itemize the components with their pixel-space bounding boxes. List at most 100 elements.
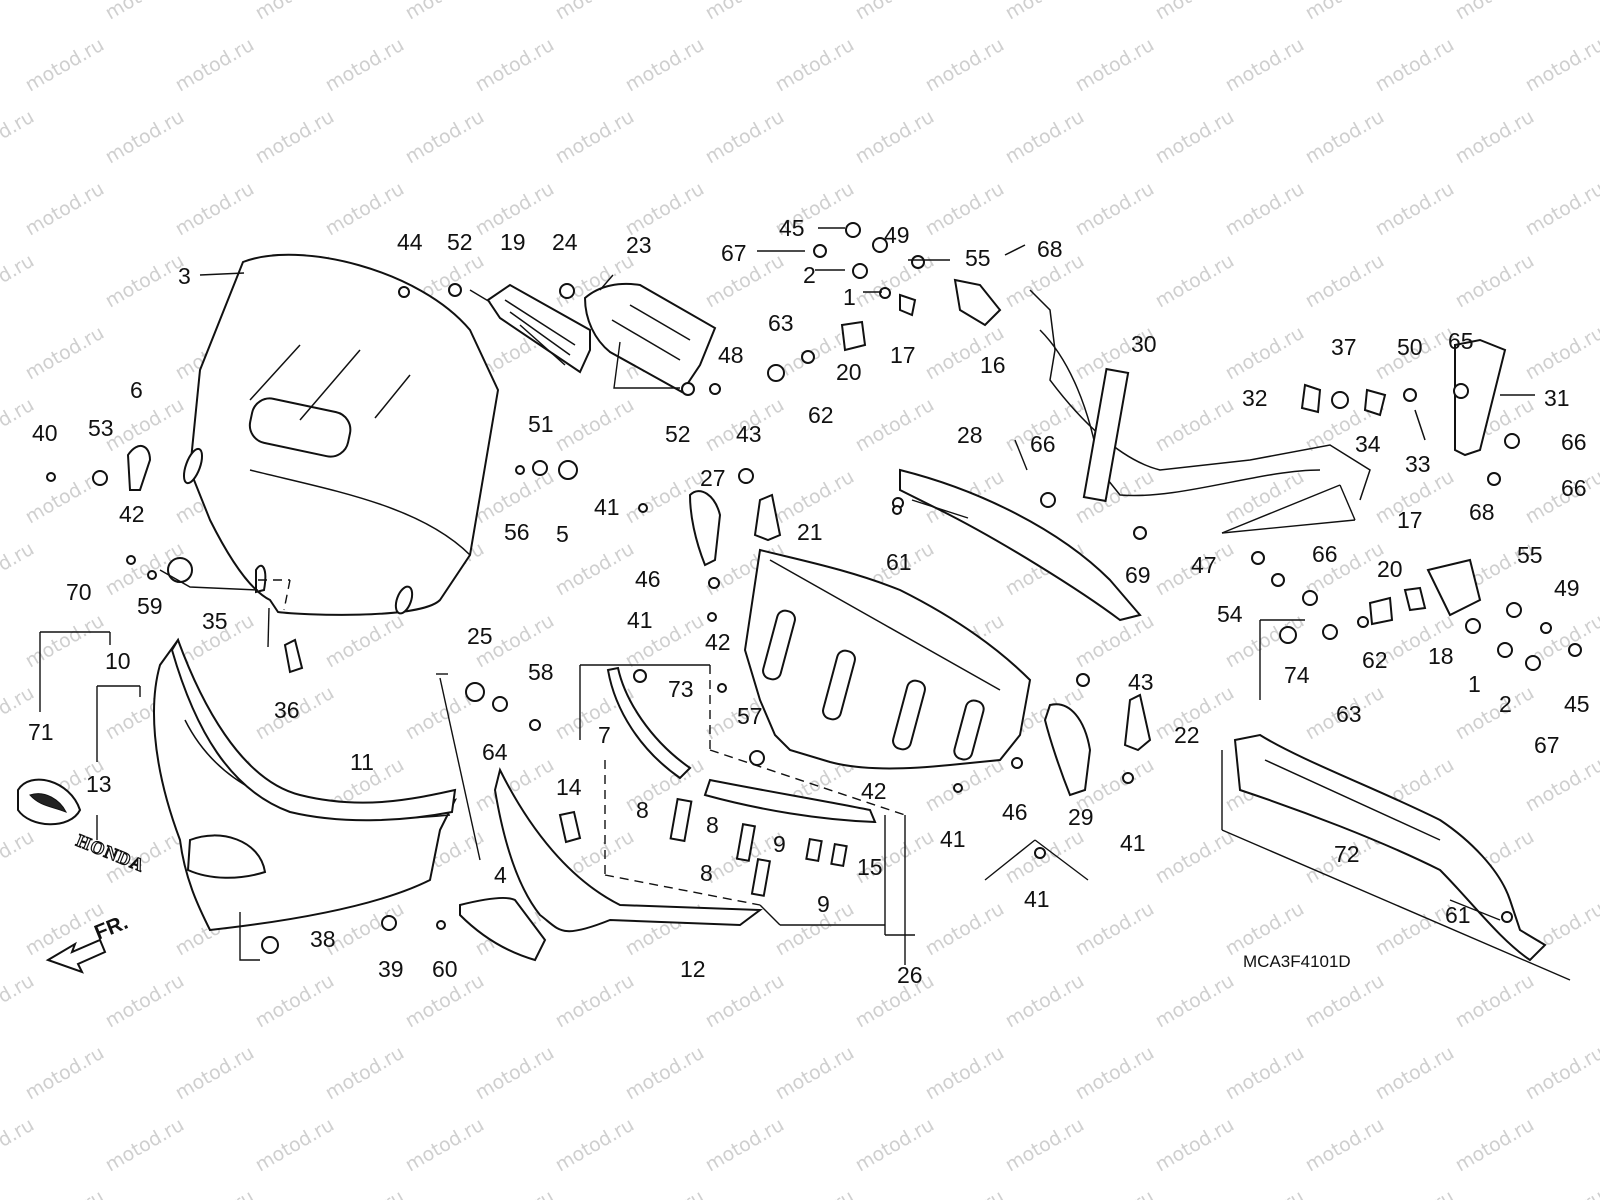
air-vent-part xyxy=(486,283,591,374)
watermark-text: motod.ru xyxy=(1072,898,1158,961)
callout-24: 24 xyxy=(552,229,578,255)
watermark-text: motod.ru xyxy=(1522,754,1600,817)
watermark-text: motod.ru xyxy=(322,34,408,97)
watermark-text: motod.ru xyxy=(1372,34,1458,97)
watermark-text: motod.ru xyxy=(1302,250,1388,313)
watermark-text: motod.ru xyxy=(1372,178,1458,241)
watermark-text: motod.ru xyxy=(1522,1186,1600,1200)
callout-63b: 63 xyxy=(1336,701,1362,727)
callout-42b: 42 xyxy=(705,629,731,655)
leader-lines xyxy=(39,227,1571,981)
callout-63a: 63 xyxy=(768,310,794,336)
watermark-text: motod.ru xyxy=(322,1186,408,1200)
watermark-text: motod.ru xyxy=(322,178,408,241)
watermark-text: motod.ru xyxy=(702,106,788,169)
callout-60: 60 xyxy=(432,956,458,982)
watermark-text: motod.ru xyxy=(622,1042,708,1105)
callout-46b: 46 xyxy=(1002,799,1028,825)
callout-6: 6 xyxy=(130,377,143,403)
watermark-text: motod.ru xyxy=(772,34,858,97)
watermark-text: motod.ru xyxy=(922,898,1008,961)
watermark-text: motod.ru xyxy=(852,250,938,313)
watermark-text: motod.ru xyxy=(1372,1186,1458,1200)
callout-1a: 1 xyxy=(843,284,856,310)
callout-21: 21 xyxy=(797,519,823,545)
watermark-text: motod.ru xyxy=(472,1186,558,1200)
watermark-text: motod.ru xyxy=(622,1186,708,1200)
watermark-text: motod.ru xyxy=(772,1186,858,1200)
watermark-text: motod.ru xyxy=(1302,106,1388,169)
watermark-text: motod.ru xyxy=(1152,106,1238,169)
watermark-text: motod.ru xyxy=(852,106,938,169)
windscreen-part xyxy=(182,253,500,616)
watermark-text: motod.ru xyxy=(852,1114,938,1177)
callout-72: 72 xyxy=(1334,841,1360,867)
watermark-text: motod.ru xyxy=(172,178,258,241)
watermark-text: motod.ru xyxy=(622,34,708,97)
callout-52b: 52 xyxy=(665,421,691,447)
air-duct-part xyxy=(583,282,717,394)
watermark-text: motod.ru xyxy=(1302,970,1388,1033)
callout-66c: 66 xyxy=(1561,475,1587,501)
callout-55a: 55 xyxy=(965,245,991,271)
watermark-text: motod.ru xyxy=(0,1114,38,1177)
callout-14: 14 xyxy=(556,774,582,800)
callout-65: 65 xyxy=(1448,328,1474,354)
watermark-text: motod.ru xyxy=(1152,1114,1238,1177)
watermark-text: motod.ru xyxy=(22,610,108,673)
watermark-text: motod.ru xyxy=(552,970,638,1033)
callout-71: 71 xyxy=(28,719,54,745)
watermark-text: motod.ru xyxy=(22,34,108,97)
watermark-text: motod.ru xyxy=(702,0,788,24)
watermark-text: motod.ru xyxy=(1152,250,1238,313)
callout-27: 27 xyxy=(700,465,726,491)
callout-28: 28 xyxy=(957,422,983,448)
callout-29: 29 xyxy=(1068,804,1094,830)
callout-42a: 42 xyxy=(119,501,145,527)
watermark-text: motod.ru xyxy=(1522,1042,1600,1105)
watermark-text: motod.ru xyxy=(852,970,938,1033)
callout-45b: 45 xyxy=(1564,691,1590,717)
watermark-text: motod.ru xyxy=(922,1042,1008,1105)
callout-9b: 9 xyxy=(817,891,830,917)
callout-64: 64 xyxy=(482,739,508,765)
callout-layer: 3 44 52 19 24 23 6 40 53 42 59 35 36 70 … xyxy=(28,215,1590,988)
watermark-text: motod.ru xyxy=(852,394,938,457)
watermark-text: motod.ru xyxy=(1002,970,1088,1033)
watermark-text: motod.ru xyxy=(1302,0,1388,24)
callout-35: 35 xyxy=(202,608,228,634)
callout-25: 25 xyxy=(467,623,493,649)
callout-57: 57 xyxy=(737,703,763,729)
watermark-text: motod.ru xyxy=(1072,1186,1158,1200)
fastener-set xyxy=(46,222,1582,954)
callout-41a: 41 xyxy=(594,494,620,520)
callout-41e: 41 xyxy=(1024,886,1050,912)
callout-38: 38 xyxy=(310,926,336,952)
callout-48: 48 xyxy=(718,342,744,368)
watermark-text: motod.ru xyxy=(552,106,638,169)
front-cowl-part xyxy=(153,637,458,932)
callout-22: 22 xyxy=(1174,722,1200,748)
watermark-text: motod.ru xyxy=(622,178,708,241)
watermark-text: motod.ru xyxy=(1002,1114,1088,1177)
callout-23: 23 xyxy=(626,232,652,258)
watermark-text: motod.ru xyxy=(1522,322,1600,385)
callout-59: 59 xyxy=(137,593,163,619)
watermark-text: motod.ru xyxy=(922,1186,1008,1200)
watermark-text: motod.ru xyxy=(1522,178,1600,241)
callout-39: 39 xyxy=(378,956,404,982)
callout-61b: 61 xyxy=(1445,902,1471,928)
watermark-text: motod.ru xyxy=(252,0,338,24)
callout-33: 33 xyxy=(1405,451,1431,477)
callout-49b: 49 xyxy=(1554,575,1580,601)
watermark-text: motod.ru xyxy=(1152,394,1238,457)
callout-53: 53 xyxy=(88,415,114,441)
watermark-text: motod.ru xyxy=(102,0,188,24)
callout-58: 58 xyxy=(528,659,554,685)
watermark-text: motod.ru xyxy=(172,1042,258,1105)
watermark-text: motod.ru xyxy=(22,1186,108,1200)
callout-47: 47 xyxy=(1191,552,1217,578)
callout-54: 54 xyxy=(1217,601,1243,627)
lower-bracket-part xyxy=(1233,733,1547,962)
callout-66a: 66 xyxy=(1030,431,1056,457)
